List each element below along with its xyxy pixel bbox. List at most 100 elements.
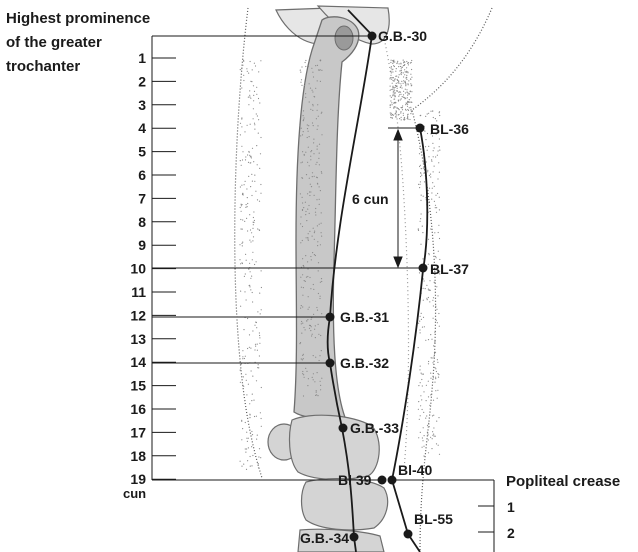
stipple-dot [426,385,427,386]
stipple-dot [302,162,303,163]
stipple-dot [304,154,305,155]
stipple-dot [300,125,301,126]
stipple-dot [311,335,312,336]
stipple-dot [406,72,407,73]
stipple-dot [317,146,318,147]
stipple-dot [245,207,246,208]
stipple-dot [426,161,427,162]
stipple-dot [406,110,407,111]
stipple-dot [320,385,321,386]
stipple-dot [307,238,308,239]
stipple-dot [432,438,433,439]
stipple-dot [242,385,243,386]
stipple-dot [316,162,317,163]
stipple-dot [301,321,302,322]
stipple-dot [399,74,400,75]
stipple-dot [254,181,255,182]
stipple-dot [422,437,423,438]
stipple-dot [250,289,251,290]
stipple-dot [253,100,254,101]
stipple-dot [318,262,319,263]
stipple-dot [302,202,303,203]
stipple-dot [258,463,259,464]
stipple-dot [394,95,395,96]
stipple-dot [254,325,255,326]
popliteal-label-1: 1 [507,499,515,515]
stipple-dot [249,152,250,153]
stipple-dot [245,400,246,401]
stipple-dot [428,439,429,440]
popliteal-title: Popliteal crease [506,473,620,490]
stipple-dot [421,175,422,176]
stipple-dot [320,296,321,297]
stipple-dot [404,81,405,82]
stipple-dot [312,91,313,92]
stipple-dot [313,105,314,106]
stipple-dot [434,147,435,148]
stipple-dot [311,68,312,69]
stipple-dot [303,327,304,328]
stipple-dot [302,151,303,152]
stipple-dot [248,97,249,98]
stipple-dot [258,456,259,457]
stipple-dot [250,186,251,187]
scale-label: 4 [138,120,146,136]
stipple-dot [430,394,431,395]
scale-label: 3 [138,97,146,113]
stipple-dot [407,117,408,118]
stipple-dot [249,155,250,156]
stipple-dot [309,191,310,192]
stipple-dot [408,110,409,111]
stipple-dot [319,153,320,154]
stipple-dot [254,123,255,124]
stipple-dot [303,358,304,359]
stipple-dot [407,95,408,96]
stipple-dot [428,253,429,254]
stipple-dot [317,241,318,242]
stipple-dot [252,394,253,395]
stipple-dot [429,175,430,176]
distance-label: 6 cun [352,191,389,207]
stipple-dot [422,440,423,441]
stipple-dot [240,219,241,220]
stipple-dot [321,232,322,233]
stipple-dot [434,332,435,333]
scale-label: 19 [130,471,146,487]
stipple-dot [435,195,436,196]
stipple-dot [256,380,257,381]
stipple-dot [433,400,434,401]
scale-label: 2 [138,73,146,89]
stipple-dot [394,79,395,80]
stipple-dot [251,400,252,401]
stipple-dot [251,446,252,447]
stipple-dot [428,264,429,265]
stipple-dot [250,124,251,125]
stipple-dot [242,194,243,195]
point-gb32 [326,359,335,368]
stipple-dot [261,418,262,419]
stipple-dot [404,98,405,99]
stipple-dot [405,89,406,90]
stipple-dot [391,60,392,61]
stipple-dot [260,153,261,154]
stipple-dot [404,119,405,120]
stipple-dot [401,119,402,120]
stipple-dot [317,129,318,130]
stipple-dot [305,62,306,63]
stipple-dot [308,233,309,234]
stipple-dot [439,197,440,198]
stipple-dot [256,416,257,417]
stipple-dot [317,125,318,126]
stipple-dot [433,415,434,416]
stipple-dot [240,461,241,462]
stipple-dot [313,373,314,374]
stipple-dot [241,211,242,212]
stipple-dot [303,119,304,120]
stipple-dot [259,343,260,344]
stipple-dot [315,337,316,338]
stipple-dot [244,358,245,359]
stipple-dot [411,60,412,61]
stipple-dot [240,228,241,229]
stipple-dot [259,355,260,356]
stipple-dot [432,435,433,436]
